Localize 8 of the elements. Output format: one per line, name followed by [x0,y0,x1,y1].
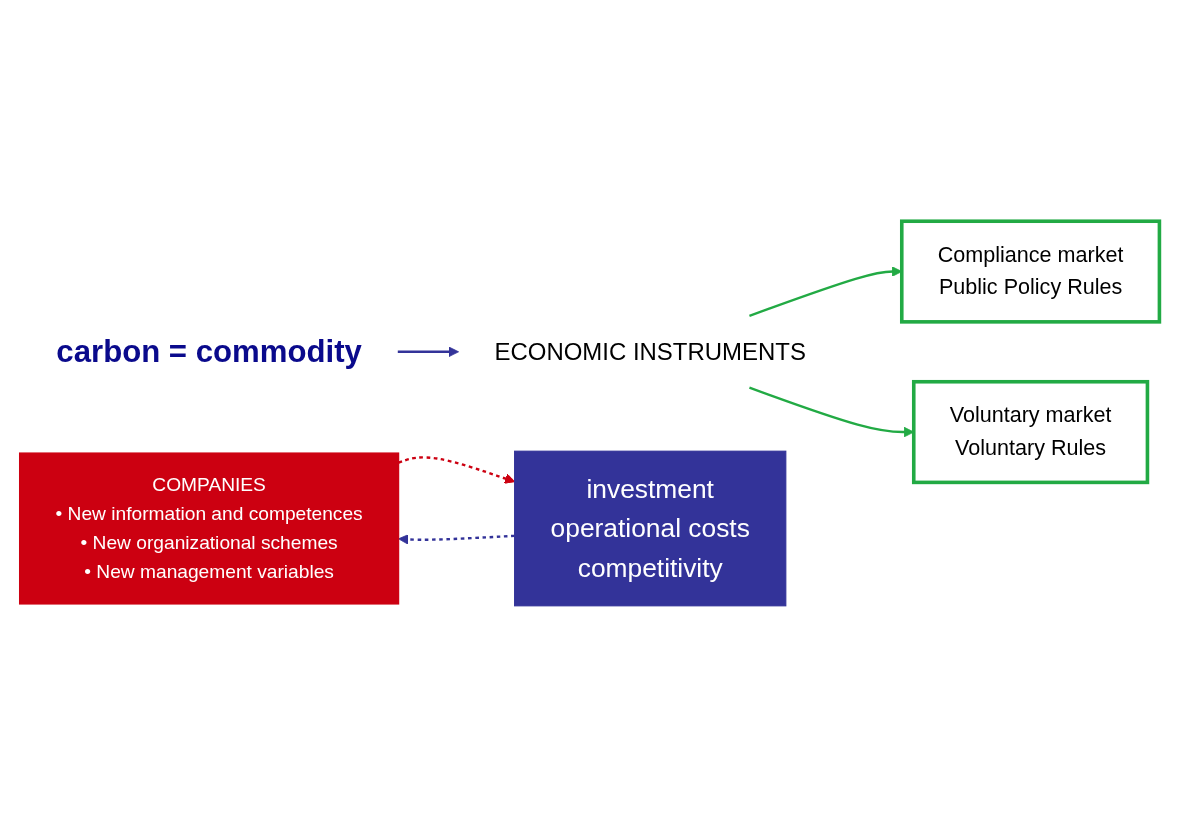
arrow [397,346,459,358]
node-text: ECONOMIC INSTRUMENTS [494,338,806,365]
node-box: COMPANIES • New information and competences • New organizational schemes • New management variables [18,452,400,605]
arrow [398,534,515,545]
node-text: carbon = commodity [56,333,362,370]
node-box: investment operational costs competitivity [514,450,787,607]
node-box: Voluntary market Voluntary Rules [911,379,1150,485]
node-box: Compliance market Public Policy Rules [900,219,1162,324]
